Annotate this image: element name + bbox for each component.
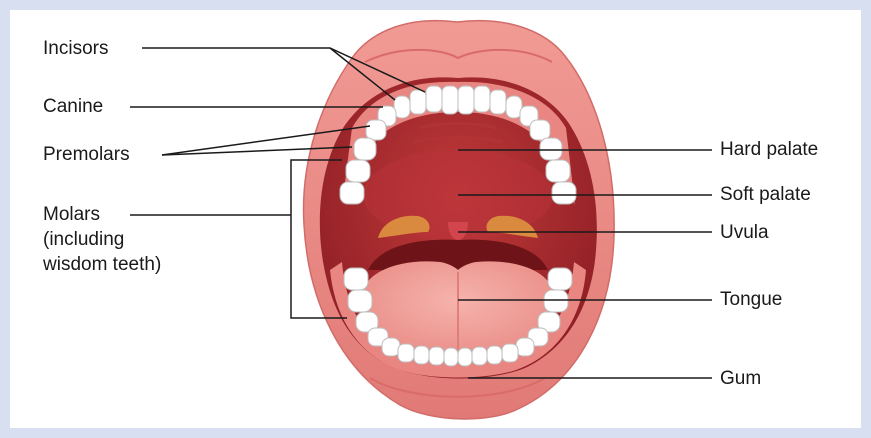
label-uvula: Uvula bbox=[720, 221, 769, 244]
label-molars-line2: (including bbox=[43, 228, 124, 251]
label-gum: Gum bbox=[720, 367, 761, 390]
label-molars-line3: wisdom teeth) bbox=[43, 253, 161, 276]
label-soft-palate: Soft palate bbox=[720, 183, 811, 206]
label-premolars: Premolars bbox=[43, 143, 130, 166]
label-hard-palate: Hard palate bbox=[720, 138, 818, 161]
label-canine: Canine bbox=[43, 95, 103, 118]
label-tongue: Tongue bbox=[720, 288, 782, 311]
label-incisors: Incisors bbox=[43, 37, 108, 60]
label-molars-line1: Molars bbox=[43, 203, 100, 226]
